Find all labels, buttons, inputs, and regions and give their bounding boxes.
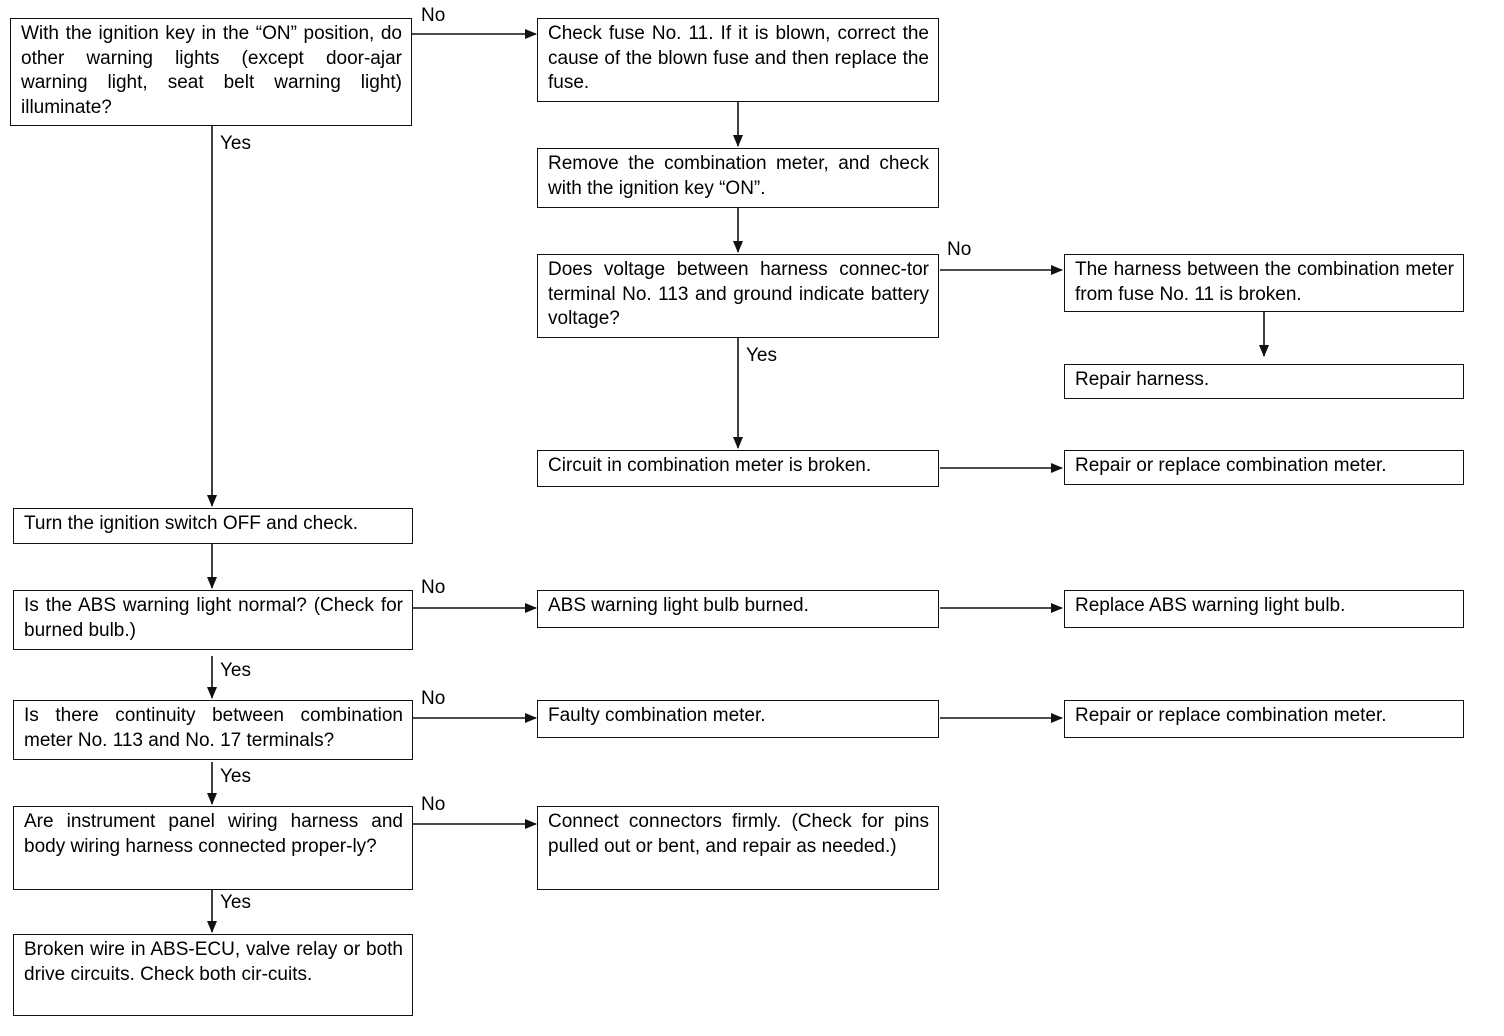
question-abs-light: Is the ABS warning light normal? (Check … bbox=[13, 590, 413, 650]
result-faulty-meter: Faulty combination meter. bbox=[537, 700, 939, 738]
action-repair-replace-meter-1: Repair or replace combination meter. bbox=[1064, 450, 1464, 485]
label-no-continuity: No bbox=[421, 688, 446, 709]
action-repair-harness: Repair harness. bbox=[1064, 364, 1464, 399]
label-no-voltage: No bbox=[947, 239, 972, 260]
label-yes-voltage: Yes bbox=[746, 345, 777, 366]
label-yes-abs: Yes bbox=[220, 660, 251, 681]
action-replace-bulb: Replace ABS warning light bulb. bbox=[1064, 590, 1464, 628]
action-repair-replace-meter-2: Repair or replace combination meter. bbox=[1064, 700, 1464, 738]
label-no-warning: No bbox=[421, 5, 446, 26]
result-broken-wire-ecu: Broken wire in ABS-ECU, valve relay or b… bbox=[13, 934, 413, 1016]
result-circuit-broken: Circuit in combination meter is broken. bbox=[537, 450, 939, 487]
label-yes-continuity: Yes bbox=[220, 766, 251, 787]
action-connect-firmly: Connect connectors firmly. (Check for pi… bbox=[537, 806, 939, 890]
label-no-abs: No bbox=[421, 577, 446, 598]
question-continuity: Is there continuity between combination … bbox=[13, 700, 413, 760]
result-bulb-burned: ABS warning light bulb burned. bbox=[537, 590, 939, 628]
action-remove-meter: Remove the combination meter, and check … bbox=[537, 148, 939, 208]
action-check-fuse: Check fuse No. 11. If it is blown, corre… bbox=[537, 18, 939, 102]
label-yes-harness: Yes bbox=[220, 892, 251, 913]
question-voltage: Does voltage between harness connec-tor … bbox=[537, 254, 939, 338]
question-warning-lights: With the ignition key in the “ON” positi… bbox=[10, 18, 412, 126]
question-harness-connected: Are instrument panel wiring harness and … bbox=[13, 806, 413, 890]
result-harness-broken: The harness between the combination mete… bbox=[1064, 254, 1464, 312]
label-no-harness: No bbox=[421, 794, 446, 815]
action-turn-ignition-off: Turn the ignition switch OFF and check. bbox=[13, 508, 413, 544]
label-yes-warning: Yes bbox=[220, 133, 251, 154]
